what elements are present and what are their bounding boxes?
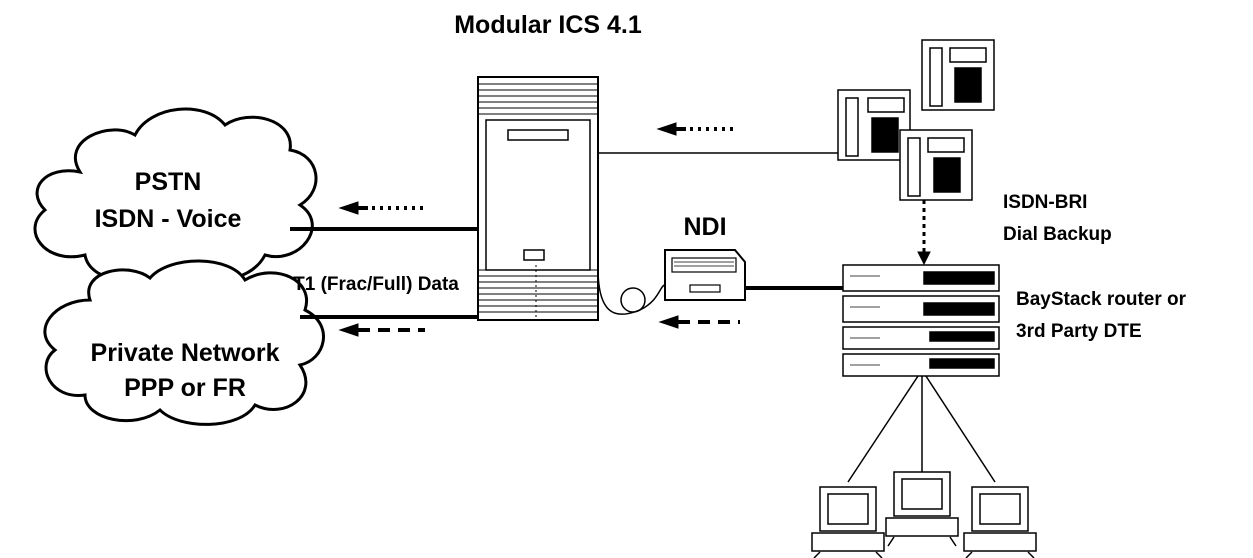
private-network-sublabel: PPP or FR [124,374,246,402]
t1-label: T1 (Frac/Full) Data [293,274,459,295]
private-network-cloud: Private Network PPP or FR [43,259,325,426]
private-network-label: Private Network [91,339,280,367]
computer-icon [885,471,959,547]
dial-backup-label: Dial Backup [1003,224,1112,245]
pstn-sublabel: ISDN - Voice [95,205,242,233]
ndi-device [664,249,746,301]
modular-ics-cabinet [477,76,599,321]
isdn-bri-label: ISDN-BRI [1003,192,1087,213]
telephone-icon [899,129,973,201]
telephone-set [837,39,995,201]
computer-icon [811,486,885,558]
diagram-title: Modular ICS 4.1 [454,11,642,39]
computer-group [811,471,1037,558]
ndi-label: NDI [683,213,726,241]
pstn-cloud: PSTN ISDN - Voice [33,107,318,283]
telephone-icon [921,39,995,111]
pstn-label: PSTN [135,168,202,196]
flow-arrows [338,122,931,337]
dte-label: 3rd Party DTE [1016,321,1142,342]
telephone-icon [837,89,911,161]
computer-icon [963,486,1037,558]
router-stack [842,264,1000,377]
router-label: BayStack router or [1016,289,1187,310]
